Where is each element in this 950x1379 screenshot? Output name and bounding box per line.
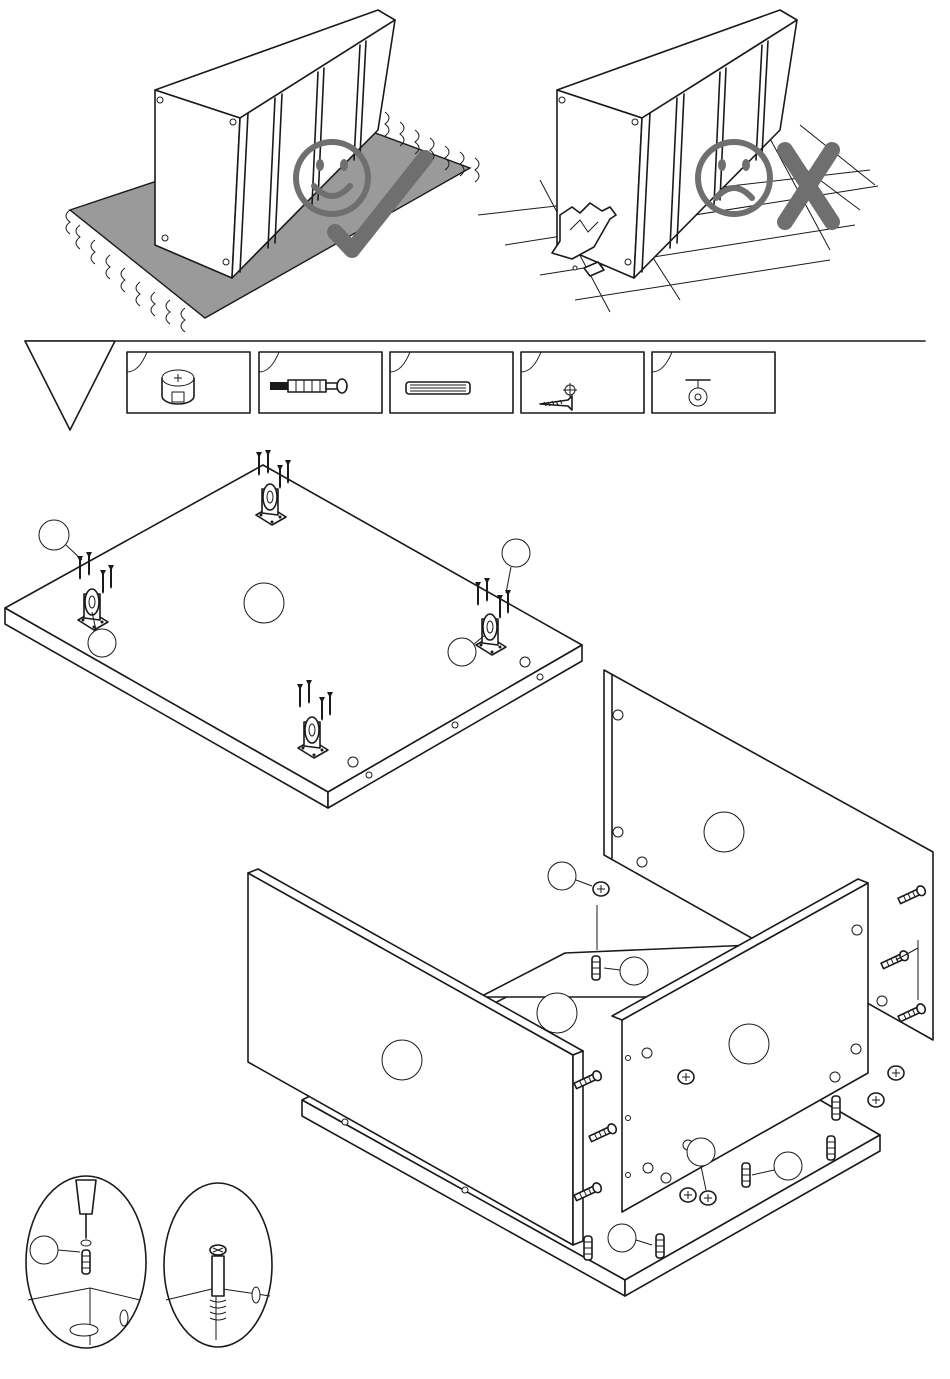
detail-cam-bolt-insert [26, 1176, 146, 1348]
caster-step [5, 450, 582, 808]
hardware-legend [25, 341, 925, 430]
good-example-illustration [66, 10, 479, 332]
cabinet-bad [552, 10, 797, 278]
legend-item-screw [521, 352, 644, 413]
detail-dowel-insert [164, 1183, 272, 1347]
legend-item-cam-bolt [259, 352, 382, 413]
side-panel-left [248, 869, 583, 1245]
step-triangle [25, 341, 115, 430]
legend-item-caster [652, 352, 775, 413]
legend-item-dowel [390, 352, 513, 413]
wooden-dowel-icon [406, 382, 470, 394]
bad-example-illustration [478, 10, 878, 312]
legend-item-cam-lock [127, 352, 250, 413]
cross-mark-icon [785, 150, 832, 222]
